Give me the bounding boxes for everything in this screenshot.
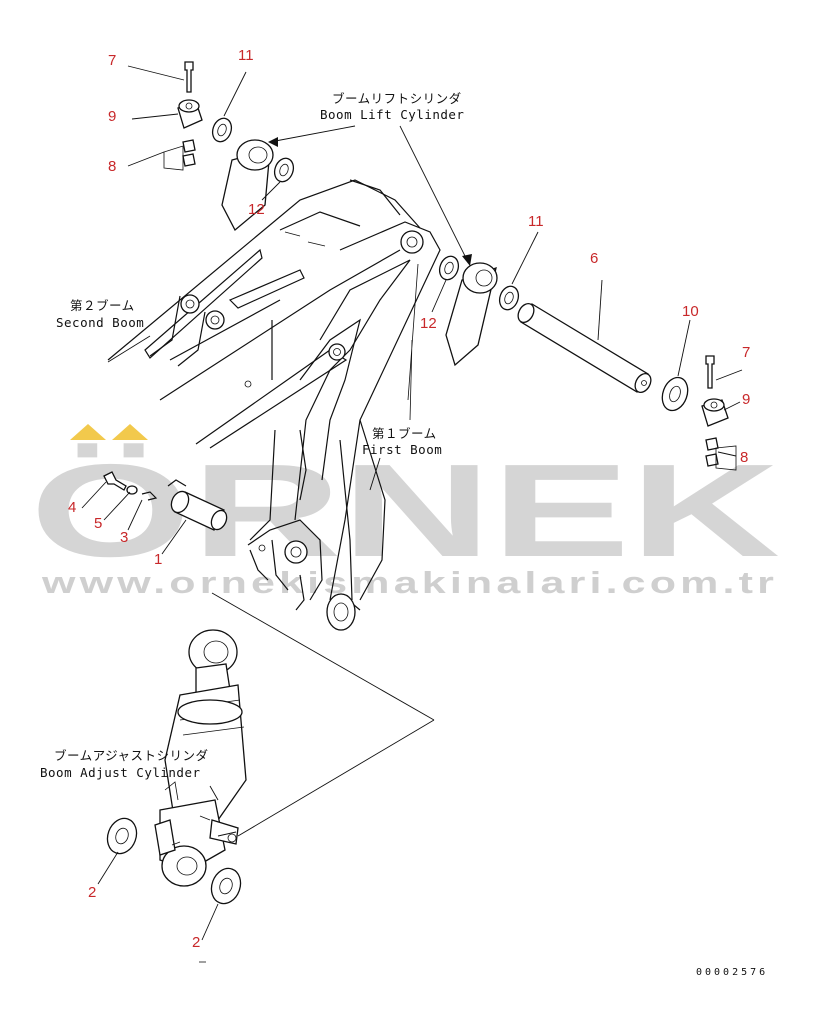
callout-11-left: 11 xyxy=(238,47,254,64)
bolt-collar-set-left xyxy=(163,61,203,171)
second-boom xyxy=(107,179,421,449)
first-boom-bottom-eye xyxy=(326,593,356,631)
callout-1: 1 xyxy=(154,551,162,568)
callout-5: 5 xyxy=(94,515,102,532)
callout-11-right: 11 xyxy=(528,213,544,230)
adjust-cylinder-bottom-eye xyxy=(161,845,207,887)
washer-12-left xyxy=(273,157,295,183)
callout-2-right: 2 xyxy=(192,934,200,951)
watermark-accent-left xyxy=(70,424,106,440)
watermark-url: www.ornekismakinalari.com.tr xyxy=(41,565,778,600)
nut-8-left xyxy=(182,139,196,153)
pin-6-end-far xyxy=(634,373,652,393)
bolt-4 xyxy=(103,471,127,491)
callouts: 7 9 8 11 12 11 12 6 10 7 9 8 4 5 3 1 2 2 xyxy=(68,47,750,951)
callout-3: 3 xyxy=(120,529,128,546)
leaders xyxy=(81,65,743,941)
second-boom-pivot-right xyxy=(205,310,225,330)
watermark-accent-right xyxy=(112,424,148,440)
label-first-boom-jp: 第１ブーム xyxy=(372,426,437,441)
cylinder-rod-eye-left xyxy=(236,139,274,171)
bolt-7-right xyxy=(705,355,715,389)
bolt-collar-set-right xyxy=(701,355,737,471)
callout-7-right: 7 xyxy=(742,344,750,361)
callout-4: 4 xyxy=(68,499,76,516)
callout-6: 6 xyxy=(590,250,598,267)
label-boom-lift-en: Boom Lift Cylinder xyxy=(320,107,464,122)
pin-6-end-near xyxy=(517,303,535,323)
callout-10: 10 xyxy=(682,303,699,320)
label-boom-adjust-jp: ブームアジャストシリンダ xyxy=(54,748,209,763)
clip-3 xyxy=(141,491,158,501)
watermark: ÖRNEK www.ornekismakinalari.com.tr xyxy=(30,424,780,600)
shim-2-left xyxy=(106,817,138,855)
cylinder-rod-eye-right xyxy=(462,262,498,294)
washer-12-right xyxy=(438,255,460,281)
callout-2-left: 2 xyxy=(88,884,96,901)
label-boom-lift-jp: ブームリフトシリンダ xyxy=(332,91,462,106)
callout-9-right: 9 xyxy=(742,391,750,408)
second-boom-pivot-left xyxy=(180,294,200,314)
label-boom-adjust-en: Boom Adjust Cylinder xyxy=(40,765,201,780)
label-second-boom-jp: 第２ブーム xyxy=(70,298,135,313)
first-boom-top-pivot xyxy=(400,230,424,254)
callout-12-right: 12 xyxy=(420,315,437,332)
boom-adjust-cylinder xyxy=(154,629,247,887)
bolt-7-left xyxy=(184,61,194,93)
callout-8-left: 8 xyxy=(108,158,116,175)
callout-7-left: 7 xyxy=(108,52,116,69)
watermark-brand: ÖRNEK xyxy=(30,437,780,584)
washer-10 xyxy=(661,376,689,412)
label-first-boom-en: First Boom xyxy=(362,442,442,457)
pin-6 xyxy=(517,303,652,393)
callout-8-right: 8 xyxy=(740,449,748,466)
shim-2-right xyxy=(210,867,242,905)
pin-1 xyxy=(167,479,228,531)
first-boom-foot-pivot xyxy=(284,540,308,564)
label-second-boom-en: Second Boom xyxy=(56,315,144,330)
drawing-code: 00002576 xyxy=(696,967,768,978)
boom-lift-cylinder-left xyxy=(221,139,274,232)
pin-1-end xyxy=(170,490,190,514)
washer-11-left xyxy=(211,117,233,143)
component-labels: ブームリフトシリンダ Boom Lift Cylinder 第２ブーム Seco… xyxy=(40,91,464,780)
bolt-washer-clip-set xyxy=(103,471,158,501)
callout-12-left: 12 xyxy=(248,201,265,218)
callout-9-left: 9 xyxy=(108,108,116,125)
washer-5 xyxy=(126,485,138,495)
washer-11-right xyxy=(498,285,520,311)
first-boom xyxy=(247,221,441,631)
first-boom-mid-pivot xyxy=(328,343,346,361)
boom-lift-cylinder-right xyxy=(445,262,498,367)
